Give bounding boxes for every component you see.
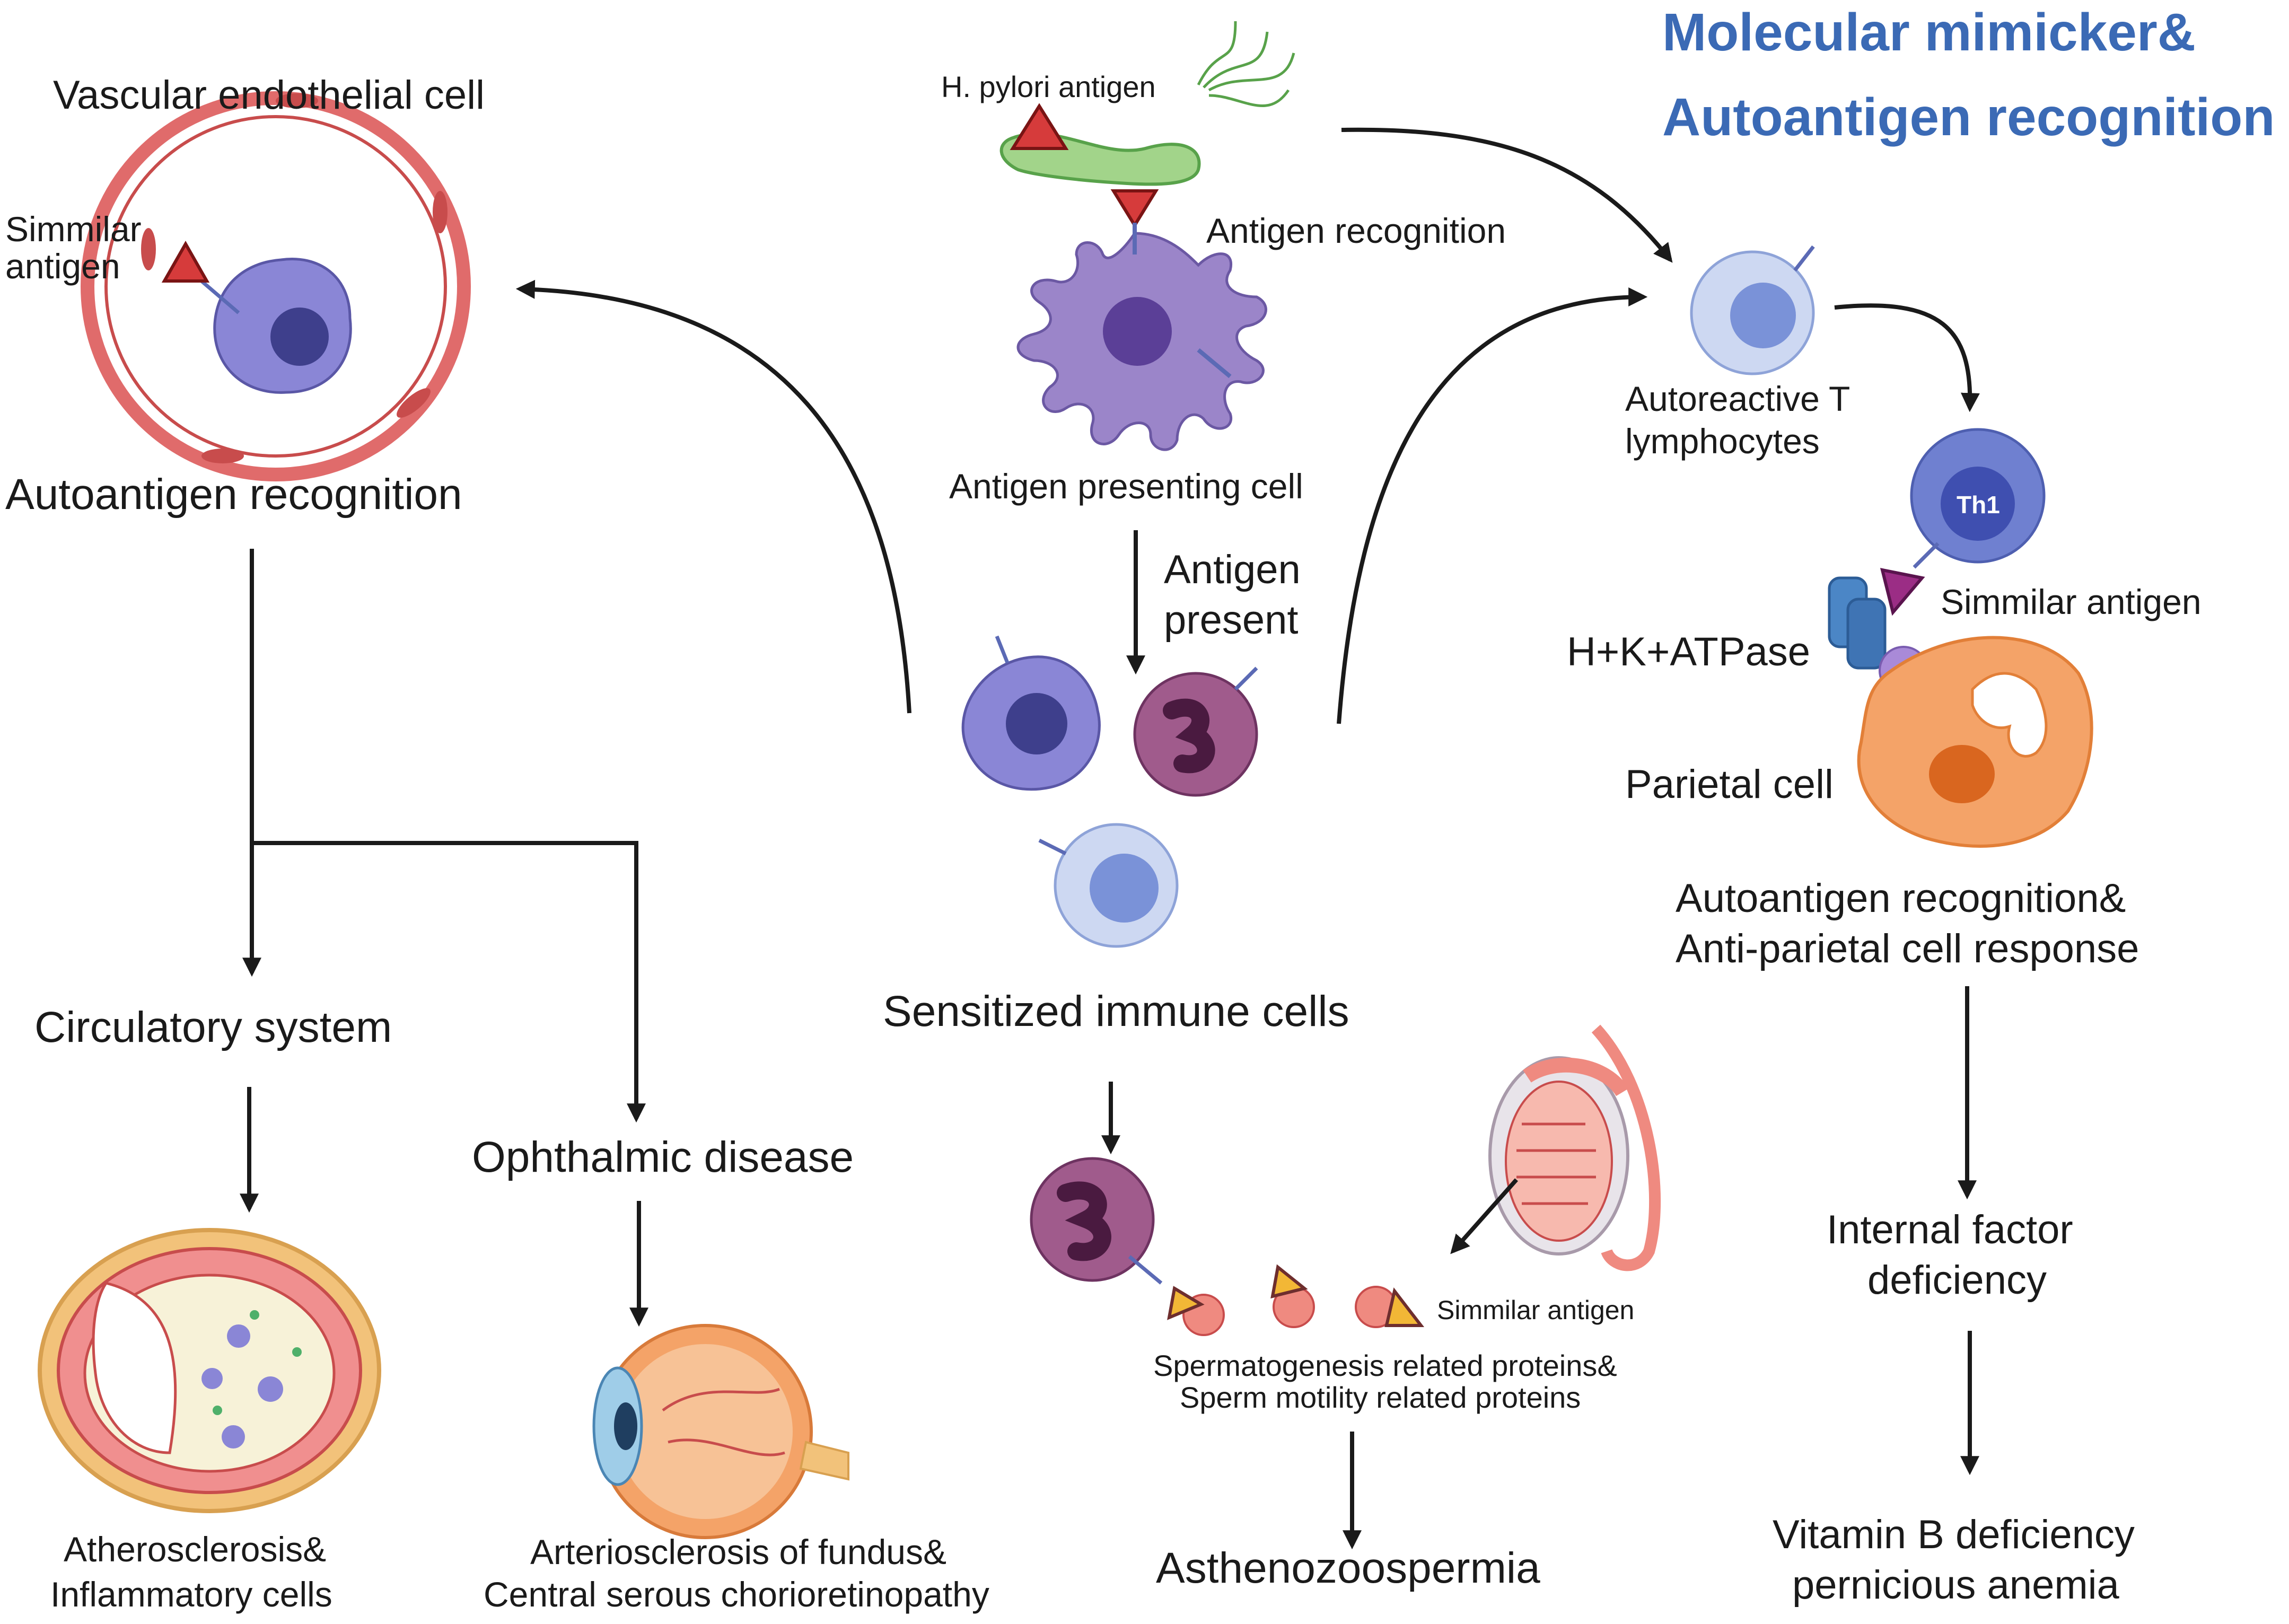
proteins-line-1: Spermatogenesis related proteins& [1153,1349,1617,1382]
antigen-presenting-cell-icon [1016,223,1267,451]
sensitized-t-cell-icon [1038,823,1179,948]
anti-parietal-line-1: Autoantigen recognition& [1676,876,2126,921]
right-similar-antigen-label: Simmilar antigen [1941,582,2202,621]
testis-to-antigen-arrow [1450,1178,1518,1254]
atherosclerotic-artery-icon [38,1228,381,1513]
vessel-antigen-triangle-icon [161,240,210,283]
sensitized-immune-cells-label: Sensitized immune cells [883,987,1349,1035]
fundus-line-2: Central serous chorioretinopathy [484,1575,989,1614]
bottom-neutrophil-icon [1030,1157,1163,1285]
to-t-lymphocyte-arrow [1337,287,1648,724]
internal-factor-line-1: Internal factor [1827,1207,2073,1252]
th1-cell-icon [1910,428,2046,569]
vessel-similar-antigen-line-2: antigen [5,247,120,286]
title-line-1: Molecular mimicker& [1662,3,2196,62]
asthenozoospermia-label: Asthenozoospermia [1156,1544,1540,1592]
ophthalmic-disease-label: Ophthalmic disease [472,1133,854,1181]
t-lymphocyte-line-2: lymphocytes [1625,422,1820,461]
antigen-recognition-label: Antigen recognition [1206,211,1506,250]
autoreactive-t-cell-icon [1690,245,1815,375]
vessel-immune-cell-icon [200,258,352,394]
vessel-similar-antigen-line-1: Simmilar [5,209,142,249]
pathogen-to-t-lymphocyte-arrow [1341,127,1673,263]
parietal-cell-icon [1857,636,2093,848]
left-autoantigen-label: Autoantigen recognition [5,470,462,519]
antigen-present-line-1: Antigen [1164,547,1301,592]
h-pylori-antigen-label: H. pylori antigen [941,70,1156,103]
internal-factor-line-2: deficiency [1867,1258,2047,1303]
sensitized-macrophage-icon [961,635,1101,791]
atherosclerosis-line-1: Atherosclerosis& [64,1530,326,1569]
sperm-antigen-cluster-icon [1167,1264,1425,1336]
bottom-similar-antigen-label: Simmilar antigen [1437,1295,1634,1325]
title-line-2: Autoantigen recognition [1662,87,2275,147]
eye-icon [592,1324,849,1539]
vascular-endothelial-label: Vascular endothelial cell [53,73,485,118]
proteins-line-2: Sperm motility related proteins [1180,1381,1581,1414]
right-similar-antigen-triangle-icon [1880,568,1925,616]
apc-label: Antigen presenting cell [949,467,1303,506]
atpase-label: H+K+ATPase [1567,629,1810,674]
atherosclerosis-line-2: Inflammatory cells [50,1575,332,1614]
to-ophthalmic-arrow [252,841,646,1123]
vitamin-b-line-2: pernicious anemia [1792,1562,2120,1608]
t-lymphocyte-line-1: Autoreactive T [1625,379,1850,418]
to-th1-arrow [1834,303,1980,412]
th1-label: Th1 [1957,491,2000,519]
h-pylori-antigen-triangle-icon [1010,103,1069,150]
circulatory-system-label: Circulatory system [34,1003,392,1051]
antigen-present-line-2: present [1164,598,1299,643]
anti-parietal-line-2: Anti-parietal cell response [1676,926,2139,971]
to-vessel-arrow [515,279,911,714]
testis-epididymis-icon [1488,1024,1661,1271]
vitamin-b-line-1: Vitamin B deficiency [1773,1512,2135,1557]
fundus-line-1: Arteriosclerosis of fundus& [530,1532,946,1572]
presented-antigen-triangle-icon [1110,189,1159,229]
parietal-cell-label: Parietal cell [1625,762,1834,807]
sensitized-neutrophil-icon [1133,666,1258,797]
